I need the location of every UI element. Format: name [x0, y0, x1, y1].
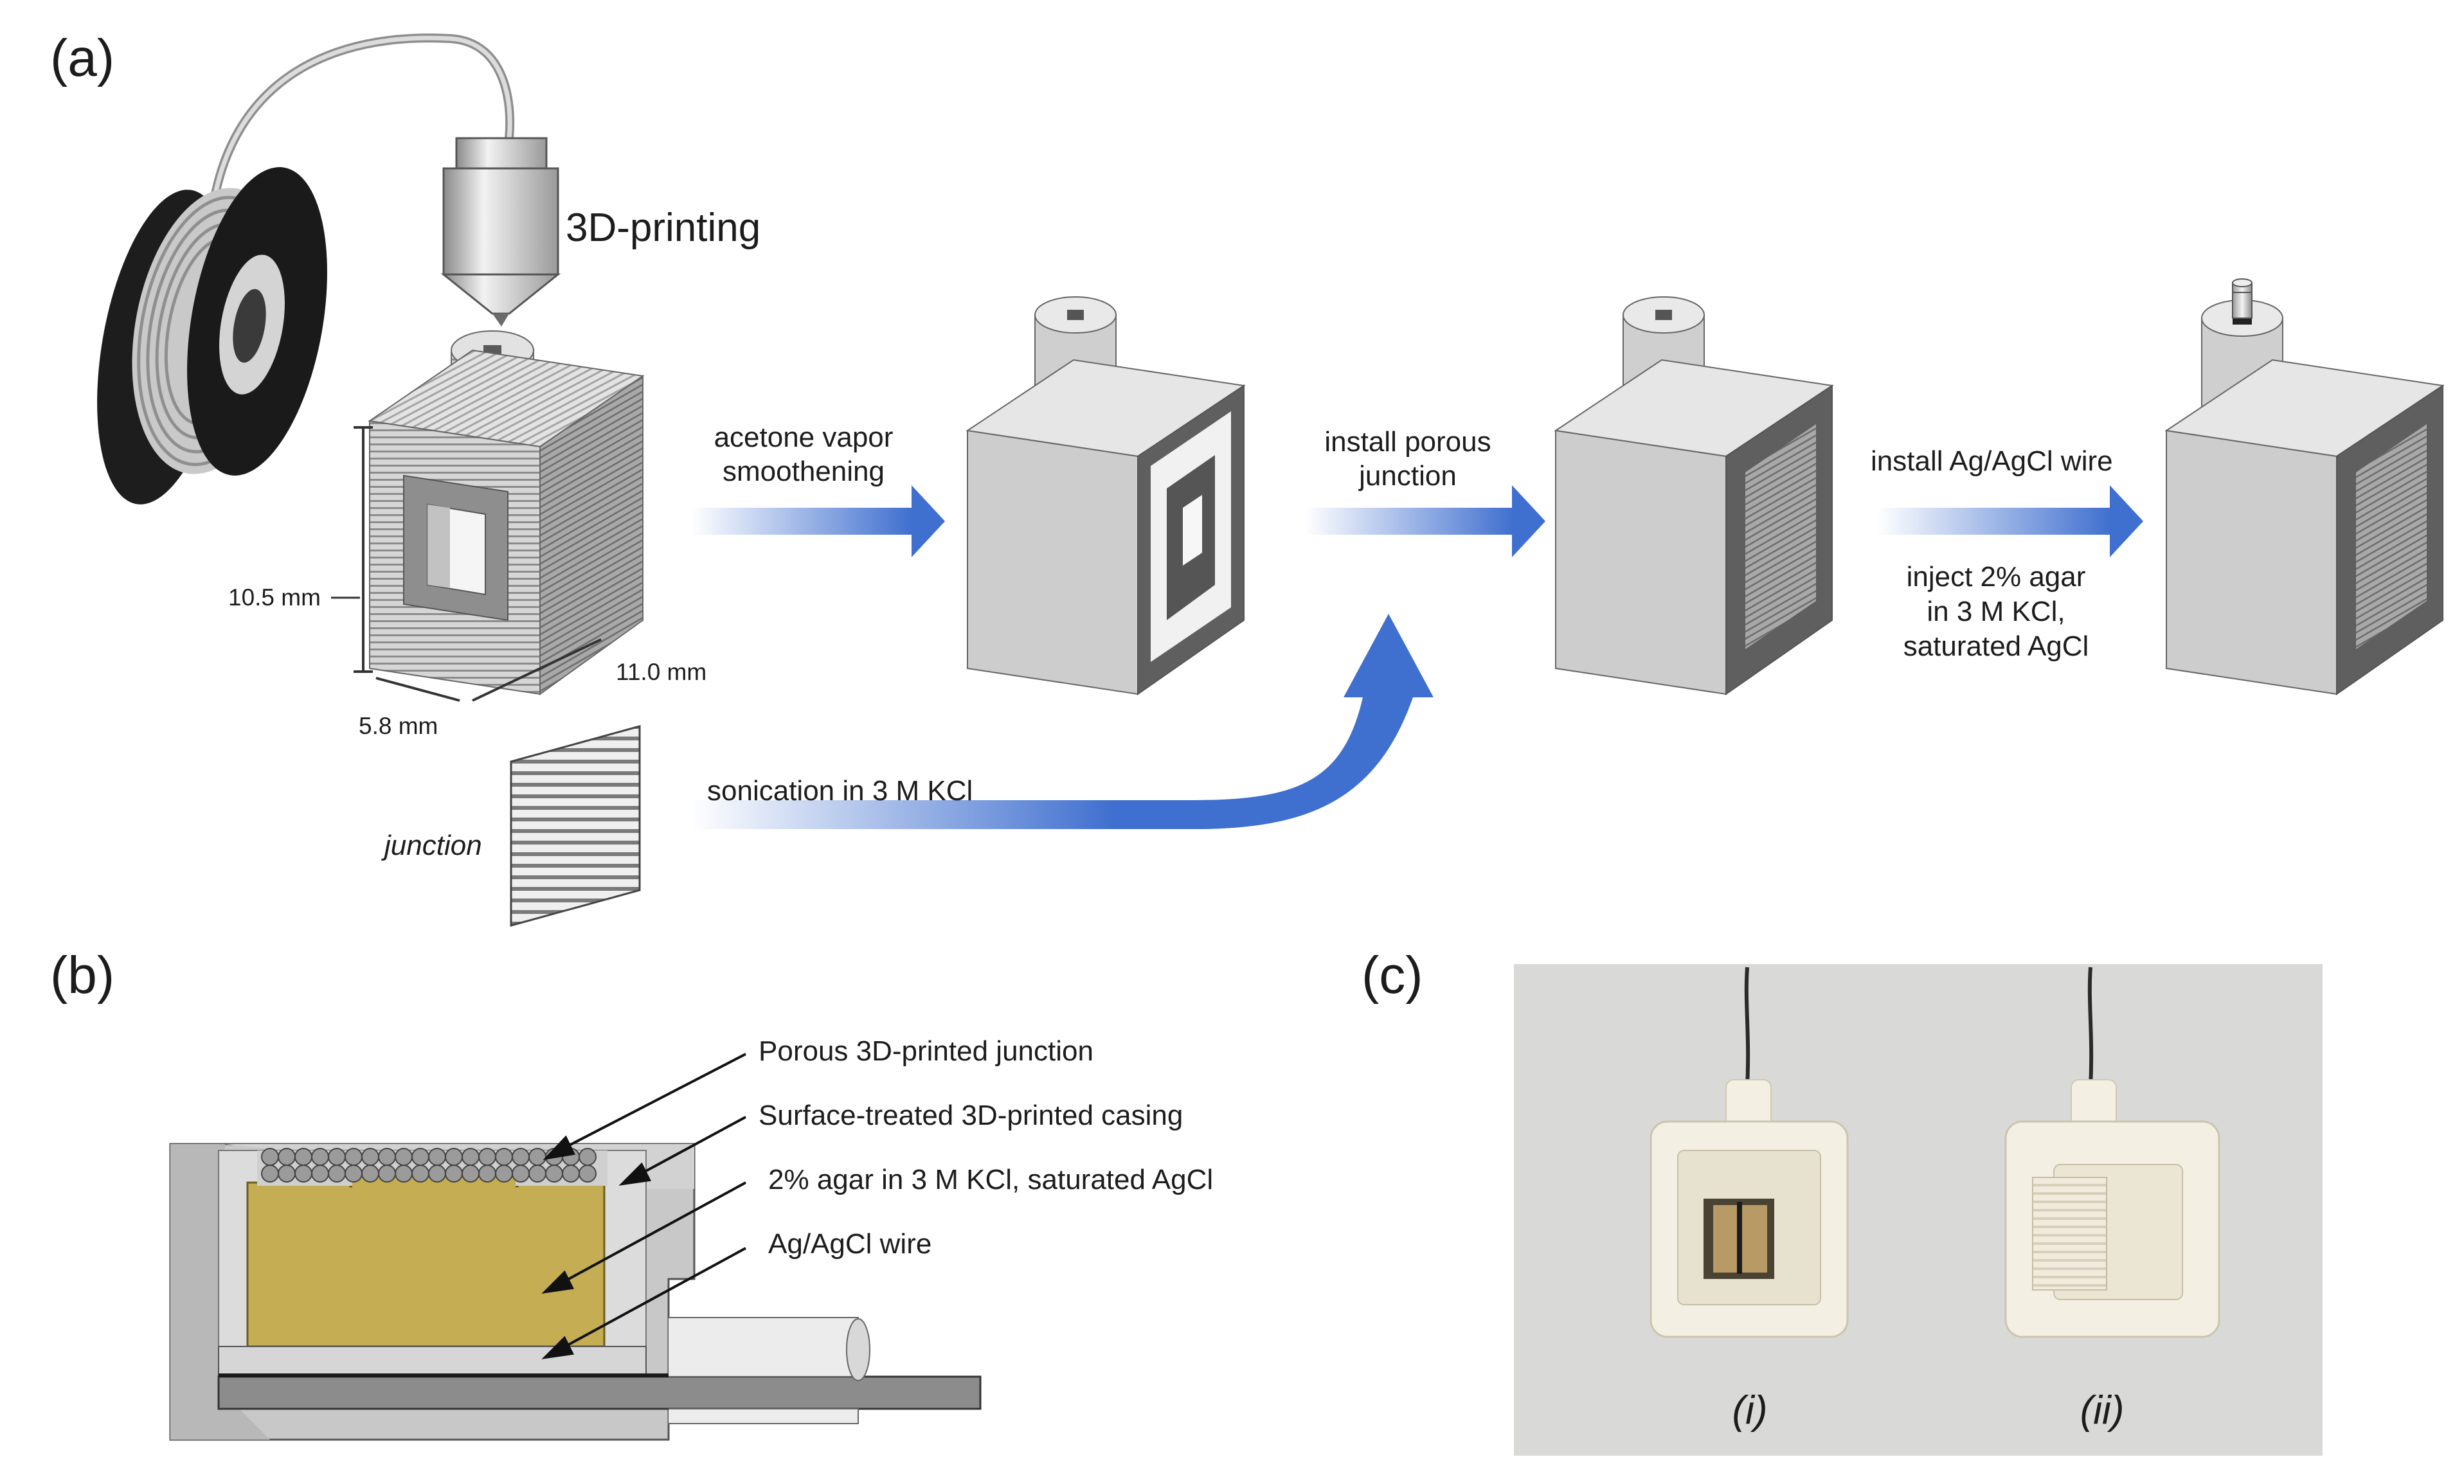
dim-depth-label: 5.8 mm	[359, 713, 438, 739]
junction-piece	[510, 725, 641, 927]
step1-line2: smoothening	[723, 456, 885, 487]
final-electrode	[2164, 278, 2445, 695]
cross-section-diagram	[169, 1143, 982, 1441]
printer-nozzle	[440, 137, 561, 326]
label-agar: 2% agar in 3 M KCl, saturated AgCl	[768, 1164, 1213, 1195]
smoothed-casing	[966, 296, 1246, 695]
sonication-label: sonication in 3 M KCl	[707, 775, 973, 807]
step2-line2: junction	[1358, 460, 1457, 492]
process-title: 3D-printing	[566, 206, 760, 250]
panel-label-b: (b)	[50, 946, 114, 1005]
arrow-step-2	[1305, 485, 1545, 557]
photo-label-ii: (ii)	[2080, 1388, 2125, 1433]
step3-label: install Ag/AgCl wire	[1871, 445, 2113, 477]
device-photo	[1514, 964, 2323, 1456]
arrow-step-3	[1877, 485, 2143, 557]
photo-label-i: (i)	[1732, 1388, 1767, 1433]
printed-casing	[331, 330, 645, 702]
dim-height-label: 10.5 mm	[228, 584, 321, 611]
dim-width-label: 11.0 mm	[616, 659, 706, 685]
step4-line2: in 3 M KCl,	[1927, 596, 2065, 627]
step4-line1: inject 2% agar	[1907, 561, 2086, 593]
panel-label-c: (c)	[1362, 946, 1423, 1005]
label-porous-junction: Porous 3D-printed junction	[759, 1035, 1093, 1067]
cross-section-leaders	[541, 1053, 746, 1359]
arrow-step-1	[691, 485, 945, 557]
casing-with-junction	[1554, 296, 1834, 695]
panel-label-a: (a)	[50, 29, 114, 87]
step4-line3: saturated AgCl	[1903, 630, 2089, 662]
junction-label: junction	[381, 830, 482, 861]
label-casing: Surface-treated 3D-printed casing	[759, 1100, 1183, 1131]
step2-line1: install porous	[1324, 426, 1491, 458]
filament-spool	[97, 33, 515, 505]
label-wire: Ag/AgCl wire	[768, 1228, 931, 1260]
arrow-sonication	[691, 614, 1434, 829]
step1-line1: acetone vapor	[714, 422, 894, 453]
